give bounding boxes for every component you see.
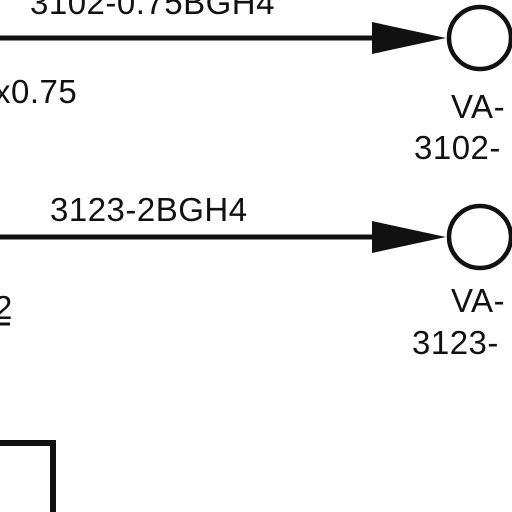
line-label-upper: 3102-0.75BGH4 bbox=[30, 0, 275, 21]
valve-symbol-lower[interactable] bbox=[446, 203, 512, 271]
valve-tag-number-lower: 3123- bbox=[412, 324, 499, 361]
valve-tag-prefix-upper: VA- bbox=[451, 88, 506, 125]
line-label-lower: 3123-2BGH4 bbox=[50, 191, 248, 228]
equipment-box-outline bbox=[0, 440, 56, 512]
factor-label: x0.75 bbox=[0, 73, 78, 110]
underlined-fragment: 2 bbox=[0, 289, 13, 326]
valve-symbol-upper[interactable] bbox=[446, 4, 512, 72]
arrowhead-lower bbox=[372, 221, 446, 253]
valve-tag-number-upper: 3102- bbox=[414, 129, 501, 166]
valve-tag-prefix-lower: VA- bbox=[451, 282, 506, 319]
arrowhead-upper bbox=[372, 22, 446, 54]
